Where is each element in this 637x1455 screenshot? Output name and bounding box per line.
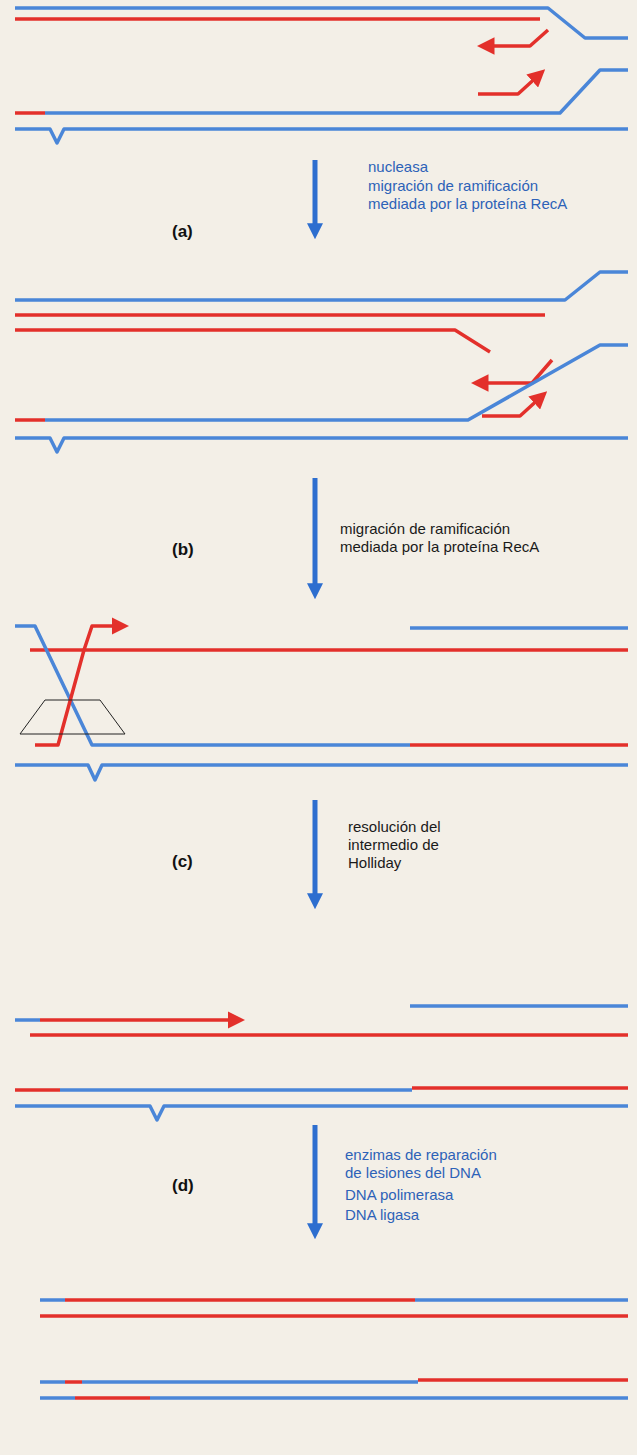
invading-strand — [484, 30, 548, 46]
step-letter: (a) — [172, 222, 193, 242]
dna-strand — [15, 313, 545, 317]
dna-strand — [40, 1314, 628, 1318]
dna-strand — [15, 272, 628, 300]
dna-strands — [15, 8, 628, 1398]
dna-strand — [15, 17, 540, 21]
step-label: migración de ramificación mediada por la… — [340, 520, 570, 556]
dna-strand — [82, 1380, 418, 1384]
dna-strand — [30, 1033, 628, 1037]
dna-strand — [40, 1298, 65, 1302]
dna-strand — [40, 1380, 65, 1384]
dna-strand — [60, 1088, 412, 1092]
junction-outline — [20, 700, 125, 734]
dna-strand — [40, 1018, 238, 1022]
step-label: migración de ramificación mediada por la… — [368, 177, 598, 213]
dna-strand — [65, 1380, 82, 1384]
dna-strand — [30, 648, 628, 652]
dna-strand — [40, 1396, 75, 1400]
step-label: nucleasa — [368, 158, 428, 176]
dna-strand — [15, 1018, 40, 1022]
dna-strand — [75, 1396, 150, 1400]
holliday-strand — [35, 626, 122, 745]
step-letter: (d) — [172, 1176, 194, 1196]
step-arrows — [313, 160, 318, 1228]
step-letter: (c) — [172, 852, 193, 872]
dna-strand — [65, 1298, 415, 1302]
step-label: DNA ligasa — [345, 1206, 419, 1224]
step-label: enzimas de reparación de lesiones del DN… — [345, 1146, 513, 1182]
step-letter: (b) — [172, 540, 194, 560]
dna-strand — [15, 111, 45, 115]
dna-strand — [15, 1106, 628, 1120]
step-arrow — [313, 160, 318, 228]
dna-strand — [15, 418, 45, 422]
dna-strand — [410, 1004, 628, 1008]
dna-strand — [15, 765, 628, 780]
step-arrow — [313, 1125, 318, 1228]
dna-strand — [15, 438, 628, 452]
dna-strand — [15, 129, 628, 143]
dna-strand — [410, 626, 628, 630]
step-label: resolución del intermedio de Holliday — [348, 818, 460, 872]
dna-strand — [418, 1378, 628, 1382]
dna-strand — [45, 345, 628, 420]
step-label: DNA polimerasa — [345, 1186, 453, 1204]
dna-strand — [415, 1298, 628, 1302]
dna-strand — [412, 1086, 628, 1090]
dna-strand — [15, 330, 490, 352]
dna-strand — [15, 626, 410, 745]
dna-strand — [150, 1396, 628, 1400]
dna-strand — [15, 1088, 60, 1092]
step-arrow — [313, 478, 318, 588]
dna-strand — [45, 70, 628, 113]
dna-strand — [410, 743, 628, 747]
dna-strand — [15, 8, 628, 38]
step-arrow — [313, 800, 318, 898]
invading-strand — [478, 74, 540, 94]
